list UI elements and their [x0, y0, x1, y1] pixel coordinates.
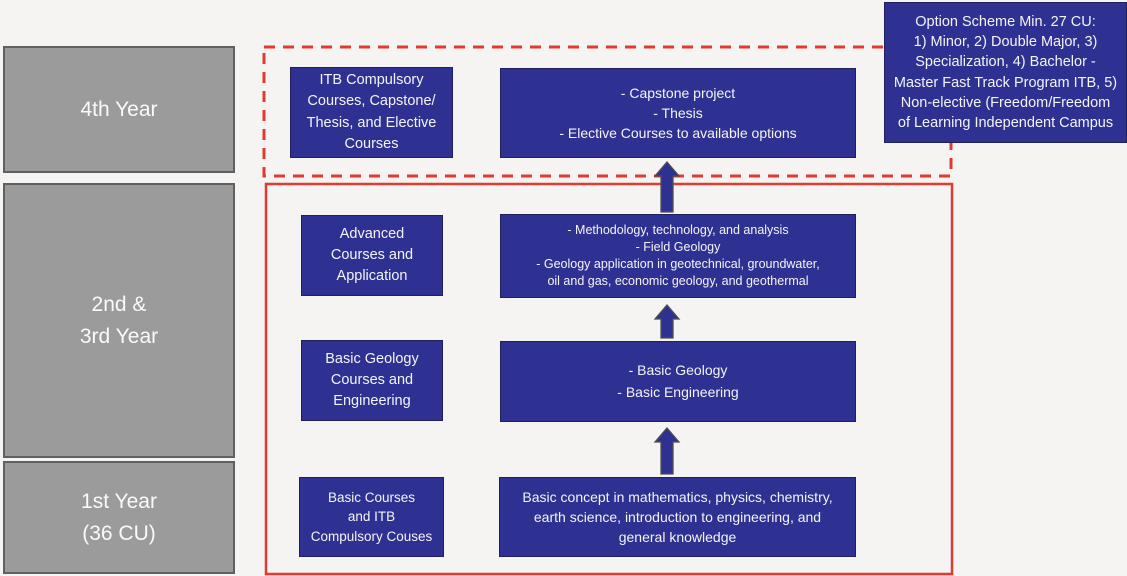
option-scheme-note: Option Scheme Min. 27 CU: 1) Minor, 2) D… — [884, 2, 1127, 143]
year4-detail-box: - Capstone project - Thesis - Elective C… — [500, 68, 856, 158]
up-arrow-icon — [653, 161, 681, 213]
year-label-4th: 4th Year — [3, 46, 235, 173]
year23-basic-summary-box: Basic Geology Courses and Engineering — [301, 340, 443, 421]
year1-summary-box: Basic Courses and ITB Compulsory Couses — [299, 477, 444, 557]
year23-basic-detail-box: - Basic Geology - Basic Engineering — [500, 341, 856, 422]
year23-advanced-detail-box: - Methodology, technology, and analysis … — [500, 214, 856, 298]
year4-summary-box: ITB Compulsory Courses, Capstone/ Thesis… — [290, 67, 453, 158]
year23-advanced-summary-box: Advanced Courses and Application — [301, 215, 443, 296]
up-arrow-icon — [653, 304, 681, 339]
year-label-1st-text: 1st Year (36 CU) — [81, 490, 157, 545]
year-label-1st: 1st Year (36 CU) — [3, 461, 235, 574]
year-label-2nd-3rd-text: 2nd & 3rd Year — [79, 293, 159, 348]
year-label-4th-text: 4th Year — [80, 97, 158, 121]
year1-detail-box: Basic concept in mathematics, physics, c… — [499, 477, 856, 557]
up-arrow-icon — [653, 427, 681, 475]
year-label-2nd-3rd: 2nd & 3rd Year — [3, 183, 235, 458]
core-stage-outline — [264, 182, 954, 576]
